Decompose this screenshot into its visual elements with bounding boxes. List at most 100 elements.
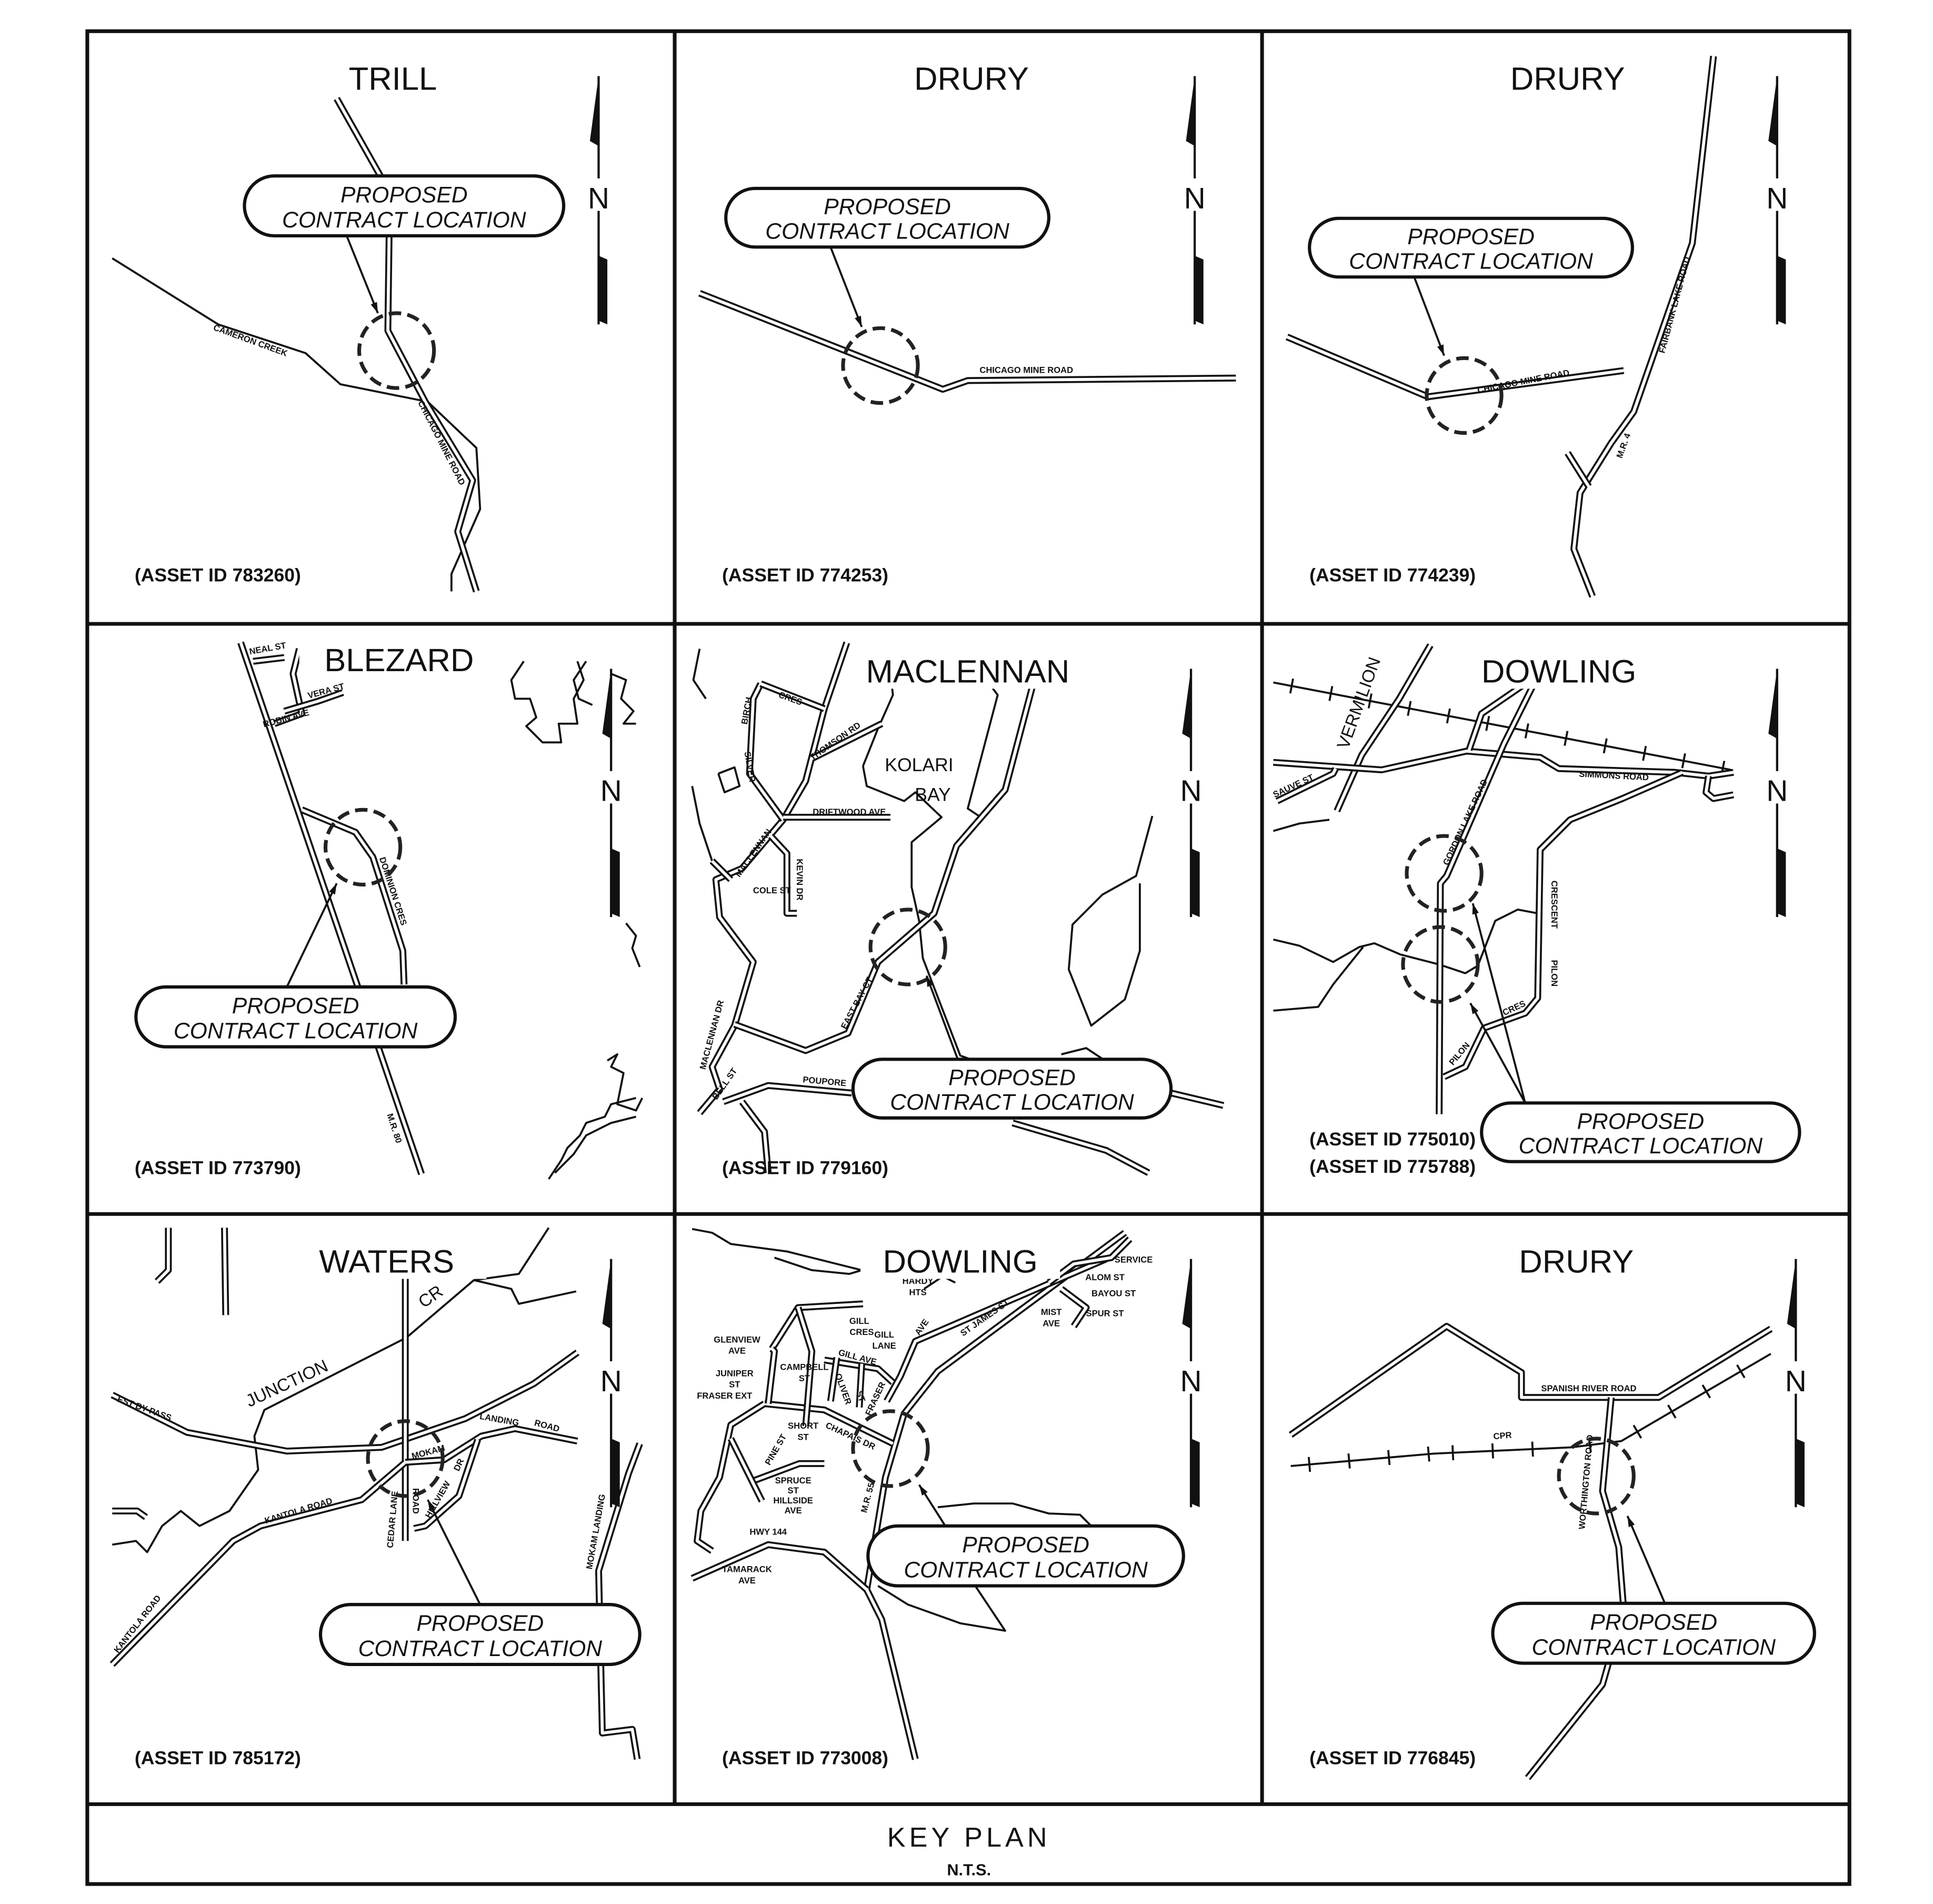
road <box>109 1459 408 1667</box>
water-line <box>1273 819 1330 832</box>
road <box>237 641 425 1175</box>
arrowhead-icon <box>1470 1003 1479 1014</box>
road-label: WORTHINGTON ROAD <box>1577 1434 1595 1530</box>
leader-line <box>829 246 863 327</box>
callout-line-2: CONTRACT LOCATION <box>1519 1133 1763 1159</box>
road-fill <box>301 808 406 985</box>
road-label: CAMPBELL <box>780 1362 828 1372</box>
road-label: ST <box>797 1432 808 1442</box>
road <box>884 1255 1108 1403</box>
road-label: DRIFTWOOD AVE <box>813 807 886 817</box>
leader-line <box>1413 276 1445 356</box>
road-label: CEDAR LANE <box>385 1491 400 1549</box>
road-label: ST <box>854 1390 867 1403</box>
road-label: ST <box>788 1486 799 1496</box>
asset-id: (ASSET ID 773008) <box>722 1748 888 1769</box>
township-title: BLEZARD <box>324 642 474 679</box>
north-arrow-tail <box>1796 1438 1805 1508</box>
north-arrow-icon: N <box>1765 76 1790 325</box>
arrowhead-icon <box>329 883 337 895</box>
road <box>405 1425 578 1466</box>
railway-tick <box>1603 738 1608 754</box>
road-label: PILON <box>1549 960 1559 986</box>
road-edge <box>1525 1397 1627 1780</box>
railway-tick <box>1524 723 1529 739</box>
road-label: EAST BAY CT <box>839 975 875 1031</box>
road-fill <box>796 1307 814 1427</box>
north-label: N <box>1180 775 1202 808</box>
road-fill <box>1289 1324 1772 1437</box>
road-fill <box>695 1402 766 1552</box>
road-fill <box>824 1358 894 1384</box>
road-fill <box>769 835 797 915</box>
callout-box <box>866 1524 1185 1588</box>
road <box>1565 451 1592 489</box>
north-label-bg <box>1765 178 1790 211</box>
road-fill <box>1437 683 1536 1114</box>
water-line <box>607 1053 644 1112</box>
leader-line <box>1626 1516 1666 1604</box>
key-plan-title: KEY PLAN <box>887 1822 1051 1853</box>
road <box>1570 55 1717 598</box>
road-fill <box>692 1543 868 1591</box>
road <box>690 1541 869 1592</box>
callout-line-2: CONTRACT LOCATION <box>765 219 1009 244</box>
water-line <box>573 661 593 706</box>
road-fill <box>1335 644 1432 812</box>
road-label: GLENVIEW <box>714 1334 760 1344</box>
road-label: AVE <box>738 1576 756 1586</box>
leader-line <box>925 975 959 1060</box>
road <box>863 1230 1127 1760</box>
railway-tick <box>1307 1457 1311 1472</box>
contract-location-circle <box>851 1409 930 1488</box>
road <box>739 1100 772 1173</box>
road-label: BAYOU ST <box>1091 1289 1136 1299</box>
railway-tick <box>1289 678 1294 694</box>
road-label: M.R. 55 <box>859 1482 876 1514</box>
asset-id: (ASSET ID 775010) <box>1309 1129 1476 1150</box>
road-fill <box>1572 56 1715 597</box>
north-arrow-tail <box>1191 848 1200 918</box>
road-fill <box>729 1438 764 1502</box>
road <box>827 1357 840 1402</box>
north-arrow-tail <box>1191 1438 1200 1508</box>
north-arrow-icon: N <box>1765 669 1790 918</box>
railway-tick <box>1681 753 1686 769</box>
road-fill <box>711 860 732 881</box>
road-label: GILL <box>849 1316 869 1326</box>
north-arrow-head <box>589 76 599 146</box>
asset-id: (ASSET ID 776845) <box>1309 1748 1476 1769</box>
road-label: SPANISH RIVER ROAD <box>1541 1383 1636 1393</box>
road <box>824 1357 896 1385</box>
arrowhead-icon <box>427 1500 436 1511</box>
road <box>698 290 1236 393</box>
road-fill <box>723 1084 852 1103</box>
callout-box <box>851 1058 1173 1120</box>
callout-box <box>724 186 1050 249</box>
road-fill <box>770 1302 863 1350</box>
leader-line <box>286 883 338 988</box>
callout-line-2: CONTRACT LOCATION <box>904 1558 1148 1583</box>
water-line <box>510 661 585 744</box>
north-arrow-head <box>1768 669 1777 739</box>
road-label: CRESCENT <box>1549 881 1559 929</box>
asset-id: (ASSET ID 773790) <box>135 1157 301 1178</box>
road-fill <box>699 292 1236 391</box>
road-fill <box>1170 1091 1224 1107</box>
north-label: N <box>1766 775 1788 808</box>
north-label-bg <box>1178 771 1204 804</box>
title-bg <box>299 635 499 678</box>
railway-tick <box>1642 745 1647 761</box>
road <box>759 680 826 712</box>
township-title: TRILL <box>349 61 437 97</box>
callout-line-1: PROPOSED <box>232 993 359 1019</box>
road <box>154 1228 172 1284</box>
